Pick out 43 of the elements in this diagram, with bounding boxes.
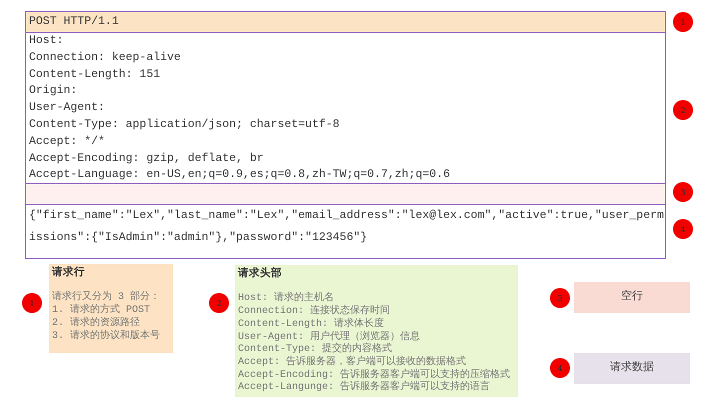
callout-number: 1 (673, 12, 693, 32)
code-line: Accept-Language: en-US,en;q=0.9,es;q=0.8,zh-TW;q=0.7,zh;q=0.6 (29, 167, 450, 184)
callout-number: 2 (209, 293, 229, 313)
callout-number: 4 (550, 358, 570, 378)
note-text: 2. 请求的资源路径 (52, 318, 140, 330)
code-line: Host: (29, 33, 64, 49)
request-line-row (25, 11, 666, 33)
note-text: Accept-Encoding: 告诉服务器客户端可以支持的压缩格式 (238, 370, 510, 381)
note-card (49, 264, 173, 353)
note-card (574, 353, 690, 384)
blank-line-row (25, 183, 666, 205)
note-text: 请求行又分为 3 部分： (52, 292, 160, 304)
note-text: Host: 请求的主机名 (238, 293, 334, 304)
code-line: Origin: (29, 83, 78, 100)
header-block (25, 32, 666, 184)
note-text: Content-Type: 提交的内容格式 (238, 344, 392, 356)
code-line: {"first_name":"Lex","last_name":"Lex","email_address":"lex@lex.com","active":true,"user_permissions":{"IsAdmin":"admin"},"password":"123456"} (29, 208, 665, 246)
callout-number: 3 (673, 182, 693, 202)
body-block (25, 204, 666, 259)
code-line: User-Agent: (29, 100, 105, 116)
note-heading: 请求头部 (238, 268, 282, 281)
note-text: Accept-Langunge: 告诉服务器客户端可以支持的语言 (238, 382, 490, 396)
note-text: User-Agent: 用户代理（浏览器）信息 (238, 332, 420, 342)
callout-number: 3 (550, 288, 570, 308)
callout-number: 1 (22, 293, 42, 313)
code-line: Accept: */* (29, 134, 105, 150)
code-line: Content-Type: application/json; charset=utf-8 (29, 116, 340, 133)
note-card (235, 265, 518, 397)
note-heading: 请求行 (52, 267, 85, 280)
code-line: Content-Length: 151 (29, 66, 160, 83)
card-label: 请求数据 (610, 362, 654, 375)
code-line: Accept-Encoding: gzip, deflate, br (29, 150, 264, 167)
note-text: Connection: 连接状态保存时间 (238, 306, 390, 318)
card-label: 空行 (621, 291, 643, 304)
note-text: Content-Length: 请求体长度 (238, 318, 384, 330)
note-text: 3. 请求的协议和版本号 (52, 330, 160, 344)
note-text: 1. 请求的方式 POST (52, 305, 150, 316)
note-card (574, 282, 690, 313)
note-text: Accept: 告诉服务器，客户端可以接收的数据格式 (238, 356, 466, 368)
code-line: POST HTTP/1.1 (29, 14, 119, 30)
callout-number: 4 (673, 219, 693, 239)
code-line: Connection: keep-alive (29, 50, 181, 66)
callout-number: 2 (673, 100, 693, 120)
